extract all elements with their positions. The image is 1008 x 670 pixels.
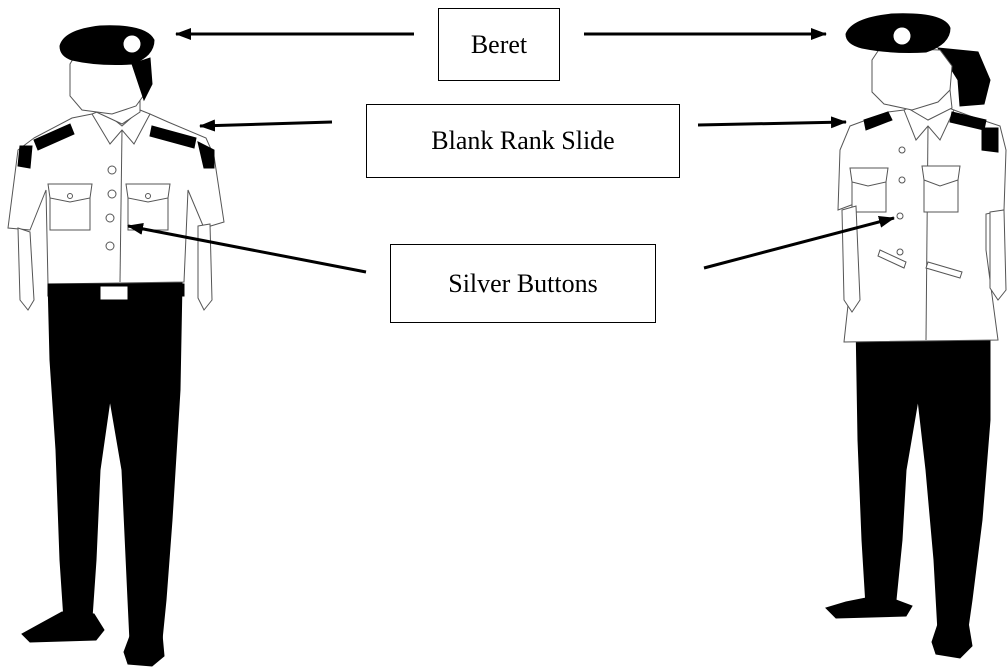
male-right-rank-slide: [149, 125, 197, 149]
female-button: [898, 146, 906, 154]
male-left-sleeve-badge: [17, 145, 33, 169]
male-left-shoe: [21, 611, 105, 643]
male-beret: [59, 25, 155, 65]
male-button: [105, 213, 115, 223]
male-right-sleeve-badge: [197, 141, 215, 169]
male-trousers: [47, 279, 183, 643]
female-button: [896, 212, 904, 220]
rank-arrow-left: [199, 119, 333, 132]
beret-label: Beret: [438, 8, 560, 81]
male-button: [105, 241, 115, 251]
rank-slide-label: Blank Rank Slide: [366, 104, 680, 178]
female-head: [871, 47, 953, 111]
female-left-shoe: [825, 597, 913, 619]
rank-arrow-right: [697, 116, 847, 129]
male-button: [107, 189, 117, 199]
buttons-arrow-right: [703, 216, 895, 270]
female-button: [896, 248, 904, 256]
male-left-rank-slide: [33, 123, 75, 151]
male-beret-badge: [123, 35, 141, 53]
female-trousers: [855, 319, 991, 633]
male-uniform-figure: [7, 25, 225, 667]
female-right-sleeve-badge: [981, 127, 999, 153]
male-right-shoe: [123, 633, 165, 667]
female-hair: [937, 47, 991, 107]
female-left-rank-slide: [863, 111, 893, 131]
buttons-label: Silver Buttons: [390, 244, 656, 323]
female-button: [898, 176, 906, 184]
buttons-arrow-left: [127, 222, 367, 274]
female-uniform-figure: [825, 13, 1007, 659]
pointer-arrows: [127, 28, 895, 274]
male-button: [107, 165, 117, 175]
female-right-shoe: [931, 621, 973, 659]
female-beret-badge: [893, 27, 911, 45]
